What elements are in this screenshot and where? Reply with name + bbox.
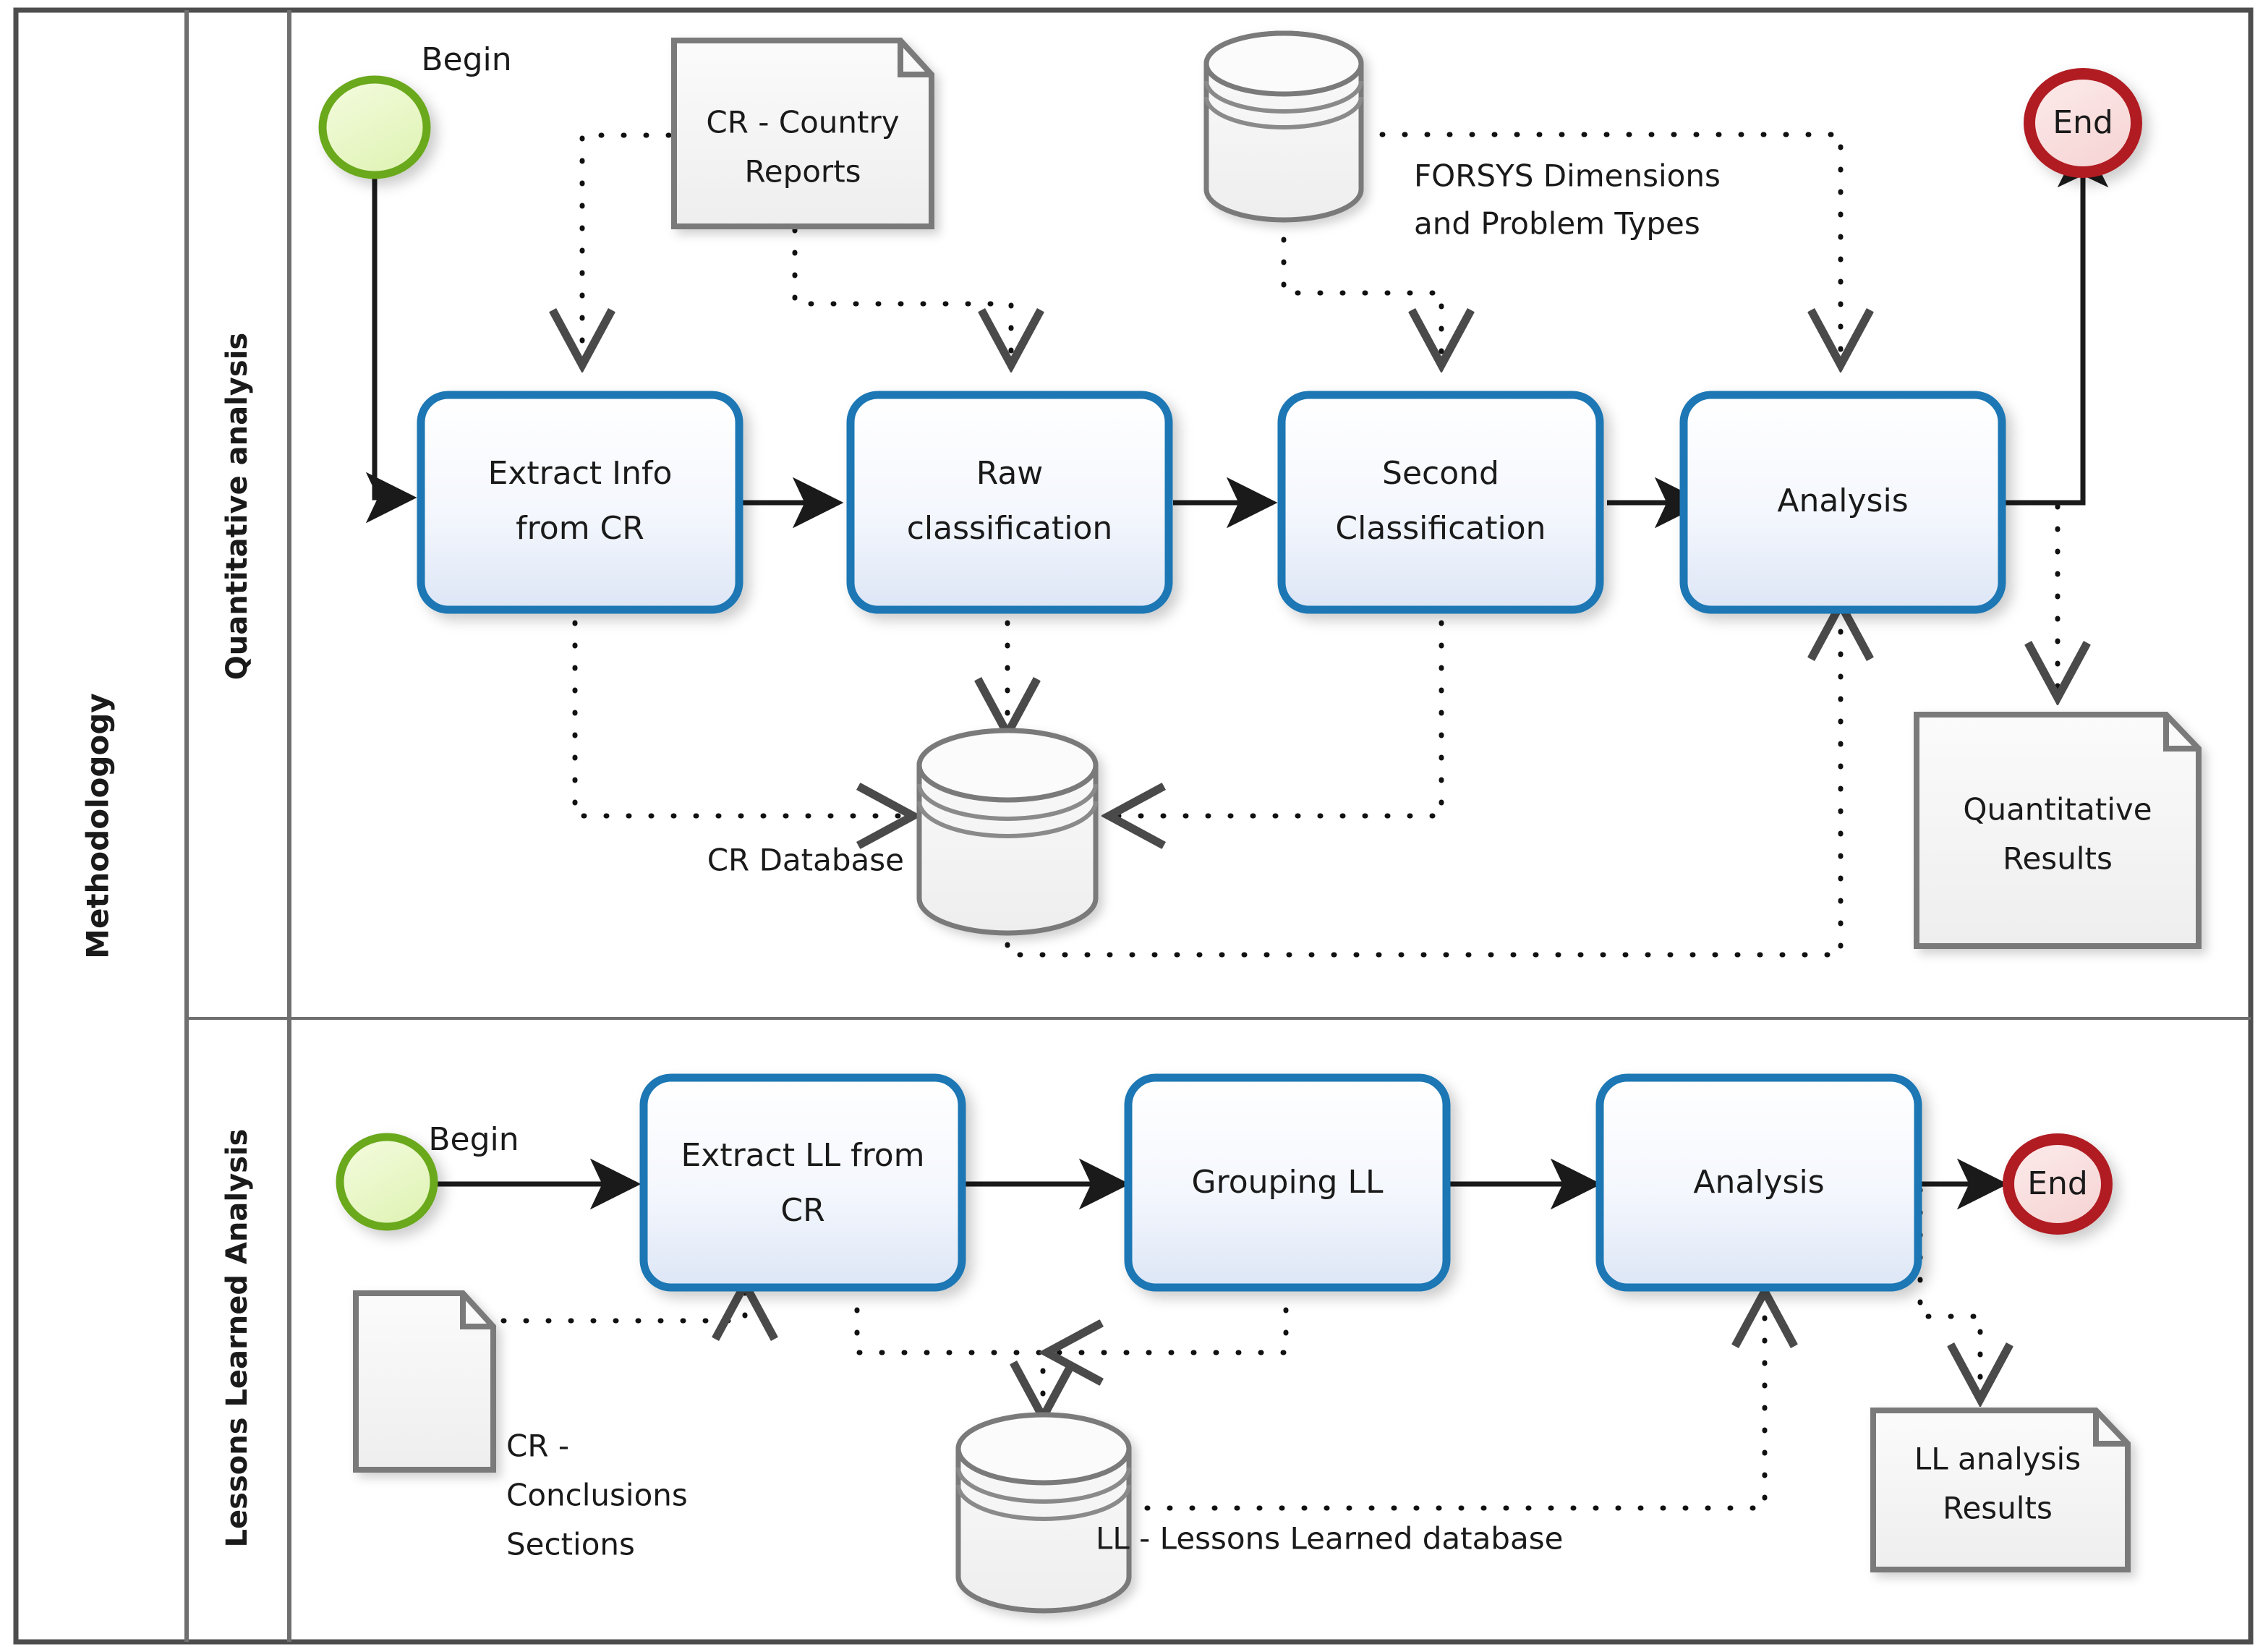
- task-label-line2: Classification: [1335, 510, 1546, 547]
- quantitative-associations: [575, 132, 2058, 958]
- task-box[interactable]: [639, 1073, 966, 1292]
- artifact-label-line1: CR - Country: [706, 105, 899, 140]
- start-event-circle[interactable]: [336, 1133, 438, 1231]
- artifact-cr-conclusions-sections[interactable]: CR - Conclusions Sections: [353, 1290, 688, 1562]
- task-box[interactable]: [1595, 1073, 1922, 1292]
- document-fold-icon: [898, 41, 932, 77]
- task-grouping-ll[interactable]: Grouping LL: [1124, 1073, 1451, 1292]
- task-label-line1: Analysis: [1777, 482, 1908, 519]
- end-event-lessons[interactable]: End: [2003, 1133, 2113, 1235]
- task-label-line1: Second: [1382, 455, 1499, 492]
- task-box[interactable]: [846, 391, 1173, 614]
- task-raw-classification[interactable]: Raw classification: [846, 391, 1173, 614]
- assoc-analysis-to-llresults: [1917, 1187, 1980, 1396]
- artifact-label-line2: Reports: [744, 154, 861, 190]
- end-event-circle[interactable]: [2024, 68, 2142, 178]
- database-top-ellipse: [1203, 30, 1364, 97]
- lane-label-quantitative: Quantitative analysis: [221, 333, 254, 680]
- assoc-crconclusions-to-extractll: [478, 1287, 745, 1321]
- assoc-crdoc-to-raw: [792, 227, 1011, 362]
- artifact-label-line1: FORSYS Dimensions: [1414, 158, 1721, 194]
- task-label-line2: CR: [780, 1192, 824, 1229]
- start-event-lessons[interactable]: Begin: [336, 1121, 519, 1231]
- start-event-label: Begin: [421, 41, 511, 78]
- database-top-ellipse: [916, 728, 1099, 803]
- assoc-extractll-to-lldb: [854, 1285, 1043, 1414]
- document-shape[interactable]: [1914, 712, 2202, 949]
- task-box[interactable]: [1679, 391, 2006, 614]
- task-label-line2: classification: [907, 510, 1113, 547]
- task-second-classification[interactable]: Second Classification: [1277, 391, 1604, 614]
- document-shape[interactable]: [671, 38, 934, 229]
- artifact-label-line2: Results: [2003, 841, 2113, 877]
- artifact-label-line3: Sections: [506, 1527, 635, 1562]
- pool-title: Methodologogy: [80, 693, 116, 959]
- artifact-label-line1: LL analysis: [1914, 1442, 2081, 1477]
- task-box[interactable]: [1277, 391, 1604, 614]
- task-label-line1: Extract LL from: [681, 1137, 925, 1174]
- task-label-line1: Analysis: [1693, 1164, 1824, 1201]
- artifact-label-line1: CR Database: [707, 843, 904, 878]
- document-fold-icon: [2093, 1410, 2128, 1447]
- task-extract-info-from-cr[interactable]: Extract Info from CR: [417, 391, 743, 614]
- artifact-label-line1: LL - Lessons Learned database: [1096, 1521, 1563, 1557]
- lane-label-lessons: Lessons Learned Analysis: [221, 1129, 254, 1548]
- start-event-quantitative[interactable]: Begin: [318, 41, 512, 179]
- document-shape[interactable]: [1870, 1408, 2131, 1572]
- assoc-lldb-to-analysis: [1122, 1295, 1765, 1511]
- artifact-label-line2: and Problem Types: [1414, 206, 1700, 242]
- task-label-line2: from CR: [516, 510, 644, 547]
- lane-header-lessons: Lessons Learned Analysis: [221, 1129, 254, 1548]
- task-box[interactable]: [417, 391, 743, 614]
- end-event-label: End: [2027, 1165, 2088, 1202]
- assoc-forsys-to-second: [1281, 214, 1441, 362]
- artifact-cr-country-reports[interactable]: CR - Country Reports: [671, 38, 934, 229]
- database-ring-2: [1204, 96, 1363, 129]
- artifact-label-line2: Results: [1943, 1491, 2053, 1526]
- database-ring-1: [1204, 80, 1363, 114]
- lessons-associations: [478, 1187, 1980, 1511]
- artifact-quantitative-results[interactable]: Quantitative Results: [1914, 712, 2202, 949]
- artifact-label-line1: CR -: [506, 1429, 569, 1464]
- assoc-crdb-to-analysis: [1005, 608, 1841, 958]
- document-fold-icon: [2163, 715, 2199, 752]
- task-analysis-quantitative[interactable]: Analysis: [1679, 391, 2006, 614]
- artifact-forsys-database[interactable]: FORSYS Dimensions and Problem Types: [1203, 30, 1721, 242]
- artifact-label-line2: Conclusions: [506, 1478, 688, 1513]
- database-ring-2: [917, 801, 1098, 838]
- task-box[interactable]: [1124, 1073, 1451, 1292]
- start-event-label: Begin: [428, 1121, 519, 1158]
- start-event-circle[interactable]: [318, 75, 431, 179]
- task-extract-ll-from-cr[interactable]: Extract LL from CR: [639, 1073, 966, 1292]
- database-top-ellipse: [955, 1412, 1132, 1486]
- document-fold-icon: [460, 1293, 493, 1329]
- end-event-label: End: [2053, 104, 2113, 141]
- pool-title-text: Methodologogy: [80, 693, 116, 959]
- assoc-groupingll-to-lldb: [1050, 1285, 1289, 1353]
- flow-begin-to-extract: [365, 148, 417, 524]
- artifact-label-line1: Quantitative: [1963, 792, 2152, 827]
- database-ring-1: [917, 783, 1098, 821]
- task-analysis-lessons[interactable]: Analysis: [1595, 1073, 1922, 1292]
- task-label-line1: Grouping LL: [1191, 1164, 1383, 1201]
- artifact-ll-analysis-results[interactable]: LL analysis Results: [1870, 1408, 2131, 1572]
- task-label-line1: Extract Info: [488, 455, 673, 492]
- end-event-circle[interactable]: [2003, 1133, 2113, 1235]
- end-event-quantitative[interactable]: End: [2024, 68, 2142, 178]
- database-ring-1: [956, 1467, 1131, 1504]
- artifact-cr-database[interactable]: CR Database: [707, 728, 1099, 936]
- task-label-line1: Raw: [976, 455, 1044, 492]
- lane-header-quantitative: Quantitative analysis: [221, 333, 254, 680]
- flow-analysis-to-end: [1990, 136, 2109, 506]
- artifact-ll-database[interactable]: LL - Lessons Learned database: [955, 1412, 1563, 1614]
- document-shape[interactable]: [353, 1290, 496, 1473]
- database-ring-2: [956, 1484, 1131, 1521]
